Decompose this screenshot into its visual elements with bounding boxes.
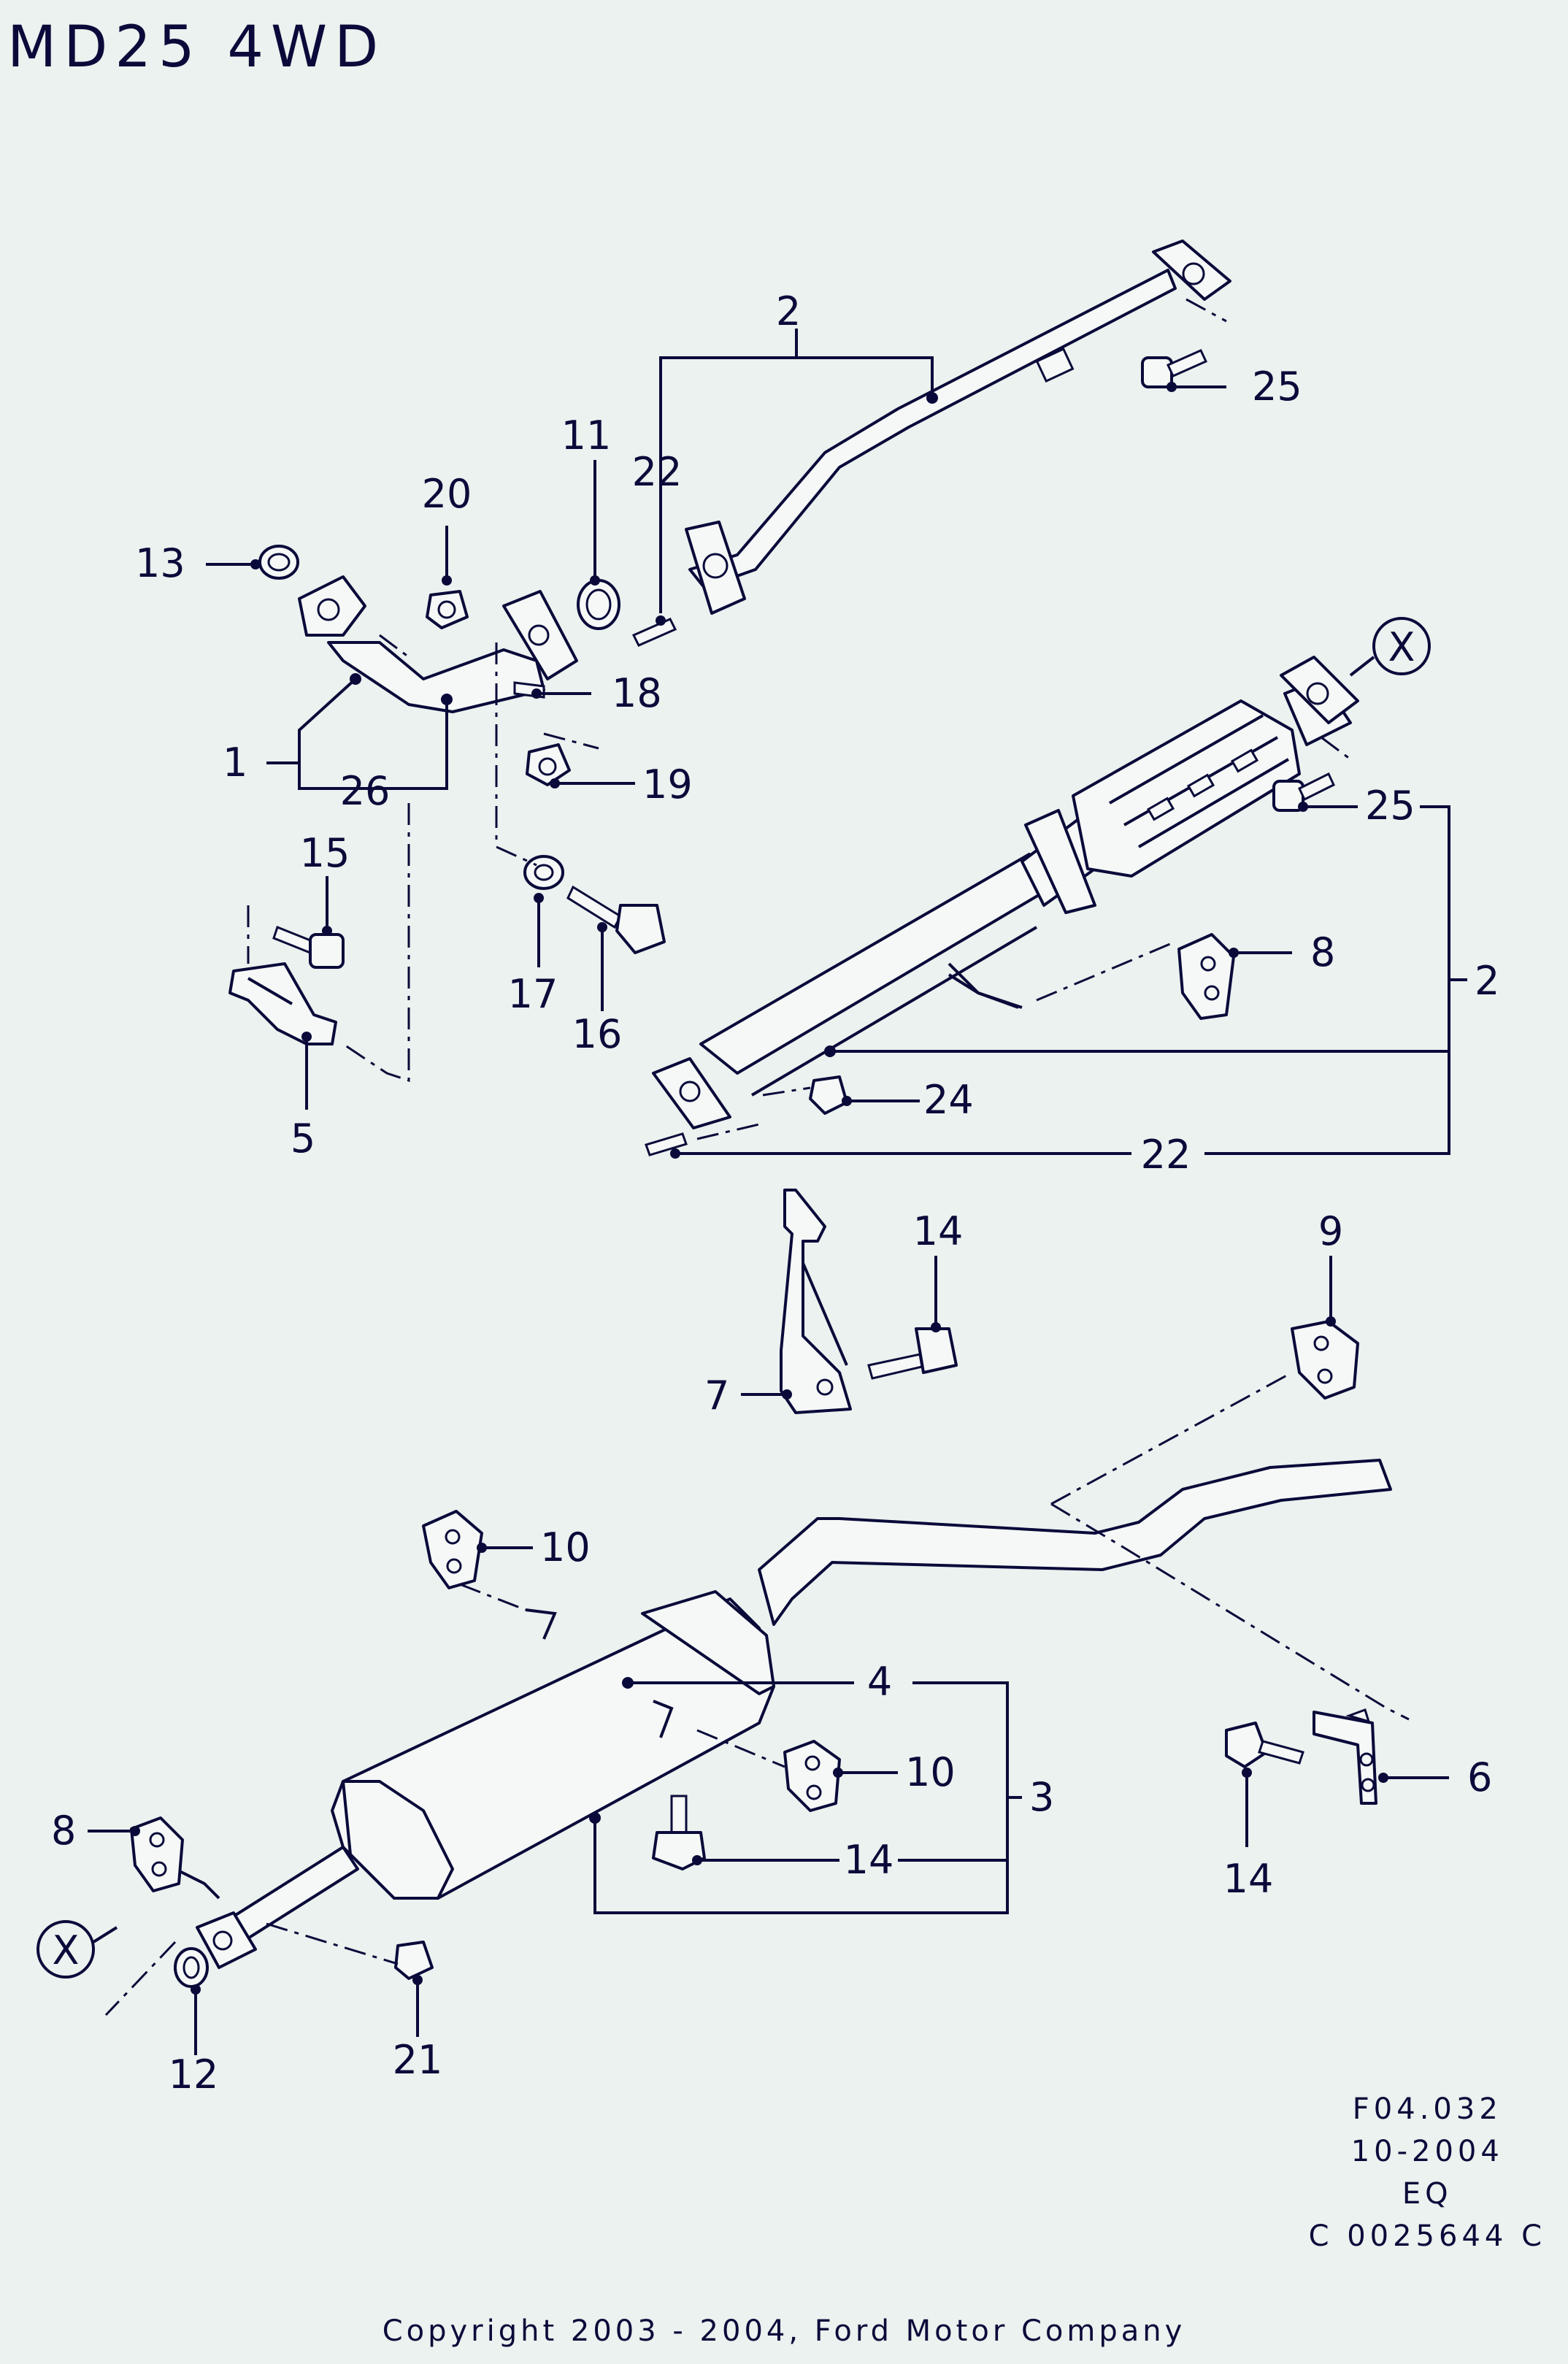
callout-3: 3 [1029, 1774, 1054, 1820]
rubber-mount-8-lower[interactable] [130, 1816, 184, 1892]
callout-14-bracket: 14 [913, 1208, 964, 1254]
reference-variant: EQ [1402, 2177, 1453, 2211]
callout-14-muffler: 14 [844, 1837, 894, 1883]
rubber-mount-9[interactable] [1291, 1316, 1359, 1400]
leader-lines [88, 329, 1467, 2055]
copyright-notice: Copyright 2003 - 2004, Ford Motor Compan… [382, 2314, 1186, 2348]
assembly-lines [104, 298, 1410, 2016]
bolt-15[interactable] [272, 926, 345, 969]
bracket-5[interactable] [228, 905, 337, 1045]
callout-14-right: 14 [1223, 1856, 1274, 1902]
x-label-upper: X [1388, 624, 1415, 670]
callout-25-upper: 25 [1252, 364, 1302, 410]
stud-22-lower[interactable] [645, 1132, 688, 1159]
reference-block: F04.032 10-2004 EQ C 0025644 C [1309, 2088, 1546, 2257]
callout-4: 4 [867, 1659, 892, 1705]
callout-13: 13 [135, 540, 185, 586]
nut-20[interactable] [426, 575, 469, 629]
callout-1: 1 [223, 740, 247, 786]
rubber-mount-10-upper[interactable] [422, 1510, 487, 1589]
callout-8-lower: 8 [51, 1808, 76, 1854]
nut-24[interactable] [809, 1075, 852, 1115]
bracket-7[interactable] [780, 1189, 852, 1414]
callout-12: 12 [169, 2052, 219, 2098]
bolt-16[interactable] [566, 885, 666, 954]
callout-21: 21 [393, 2037, 443, 2083]
bolt-14-bracket[interactable] [867, 1322, 958, 1380]
reference-catalog: C 0025644 C [1308, 2219, 1546, 2253]
rubber-mount-8-upper[interactable] [1177, 933, 1239, 1020]
callout-24: 24 [923, 1077, 974, 1123]
callout-10-upper: 10 [540, 1524, 591, 1570]
washer-17[interactable] [523, 855, 564, 903]
reference-x-upper: X [1349, 617, 1431, 677]
callout-9: 9 [1318, 1208, 1343, 1254]
callout-8-upper: 8 [1310, 929, 1335, 975]
callout-7: 7 [704, 1373, 729, 1419]
gasket-11[interactable] [577, 575, 620, 630]
rear-muffler-pipe[interactable] [174, 1459, 1392, 1969]
callout-10-lower: 10 [905, 1749, 956, 1795]
callout-16: 16 [572, 1011, 623, 1057]
front-pipe-upper[interactable] [685, 239, 1231, 615]
callout-2-lower: 2 [1475, 958, 1499, 1004]
callout-26: 26 [340, 768, 391, 814]
bolt-25-lower[interactable] [1272, 772, 1335, 812]
stud-22-upper[interactable] [631, 615, 677, 647]
reference-date: 10-2004 [1350, 2135, 1504, 2168]
callout-22-lower: 22 [1141, 1132, 1191, 1178]
callout-25-lower-label: 25 [1365, 783, 1415, 829]
callout-6: 6 [1467, 1754, 1492, 1800]
gasket-12[interactable] [174, 1947, 209, 1995]
callout-2-upper: 2 [776, 288, 801, 334]
nut-21[interactable] [394, 1941, 434, 1985]
bolt-14-right[interactable] [1225, 1722, 1304, 1778]
callout-19: 19 [642, 761, 693, 807]
callout-20: 20 [422, 471, 472, 517]
callout-17: 17 [508, 971, 558, 1017]
callout-labels: 2 25 11 22 20 13 18 1 26 19 25 25 15 8 2… [51, 288, 1499, 2098]
oxygen-sensor-pipe[interactable] [948, 962, 1019, 1009]
bolt-14-muffler[interactable] [652, 1795, 706, 1870]
callout-5: 5 [291, 1116, 315, 1162]
x-label-lower: X [53, 1927, 80, 1973]
bolt-25-upper[interactable] [1141, 349, 1208, 392]
catalytic-converter-pipe[interactable] [652, 656, 1359, 1129]
gasket-13[interactable] [250, 545, 299, 580]
page-title: MD25 4WD [7, 15, 386, 80]
nut-19[interactable] [526, 743, 571, 788]
reference-x-lower: X [36, 1920, 118, 1979]
callout-15: 15 [300, 830, 350, 876]
front-downpipe[interactable] [298, 575, 578, 713]
callout-18: 18 [612, 670, 662, 716]
bracket-6[interactable] [1313, 1708, 1388, 1805]
reference-code: F04.032 [1352, 2092, 1502, 2126]
rubber-mount-10-lower[interactable] [783, 1740, 843, 1812]
callout-11: 11 [561, 412, 612, 458]
callout-22-upper: 22 [632, 449, 683, 495]
